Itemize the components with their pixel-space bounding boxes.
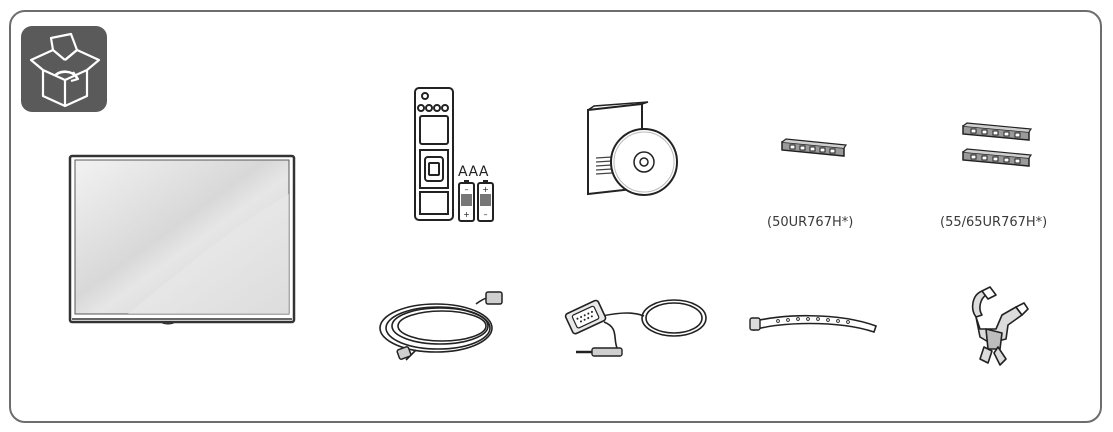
caption-model-large: (55/65UR767H*) [940,215,1048,230]
holder-bracket [780,138,848,158]
aaa-batteries: – + + – [457,180,497,224]
svg-text:+: + [463,210,470,219]
svg-text:+: + [482,185,489,194]
tv-monitor [68,154,298,326]
rs232c-gender-cable [562,294,710,362]
svg-text:–: – [465,185,469,194]
battery-label: AAA [458,164,490,180]
cable-tie [748,308,880,334]
remote-control [413,86,457,224]
caption-model-small: (50UR767H*) [767,215,854,230]
cable-holder [966,285,1036,367]
holder-bracket-pair [961,122,1033,172]
svg-text:–: – [484,210,488,219]
power-cord [376,290,516,362]
manual-and-cd [584,100,684,200]
unboxing-icon [21,26,107,112]
